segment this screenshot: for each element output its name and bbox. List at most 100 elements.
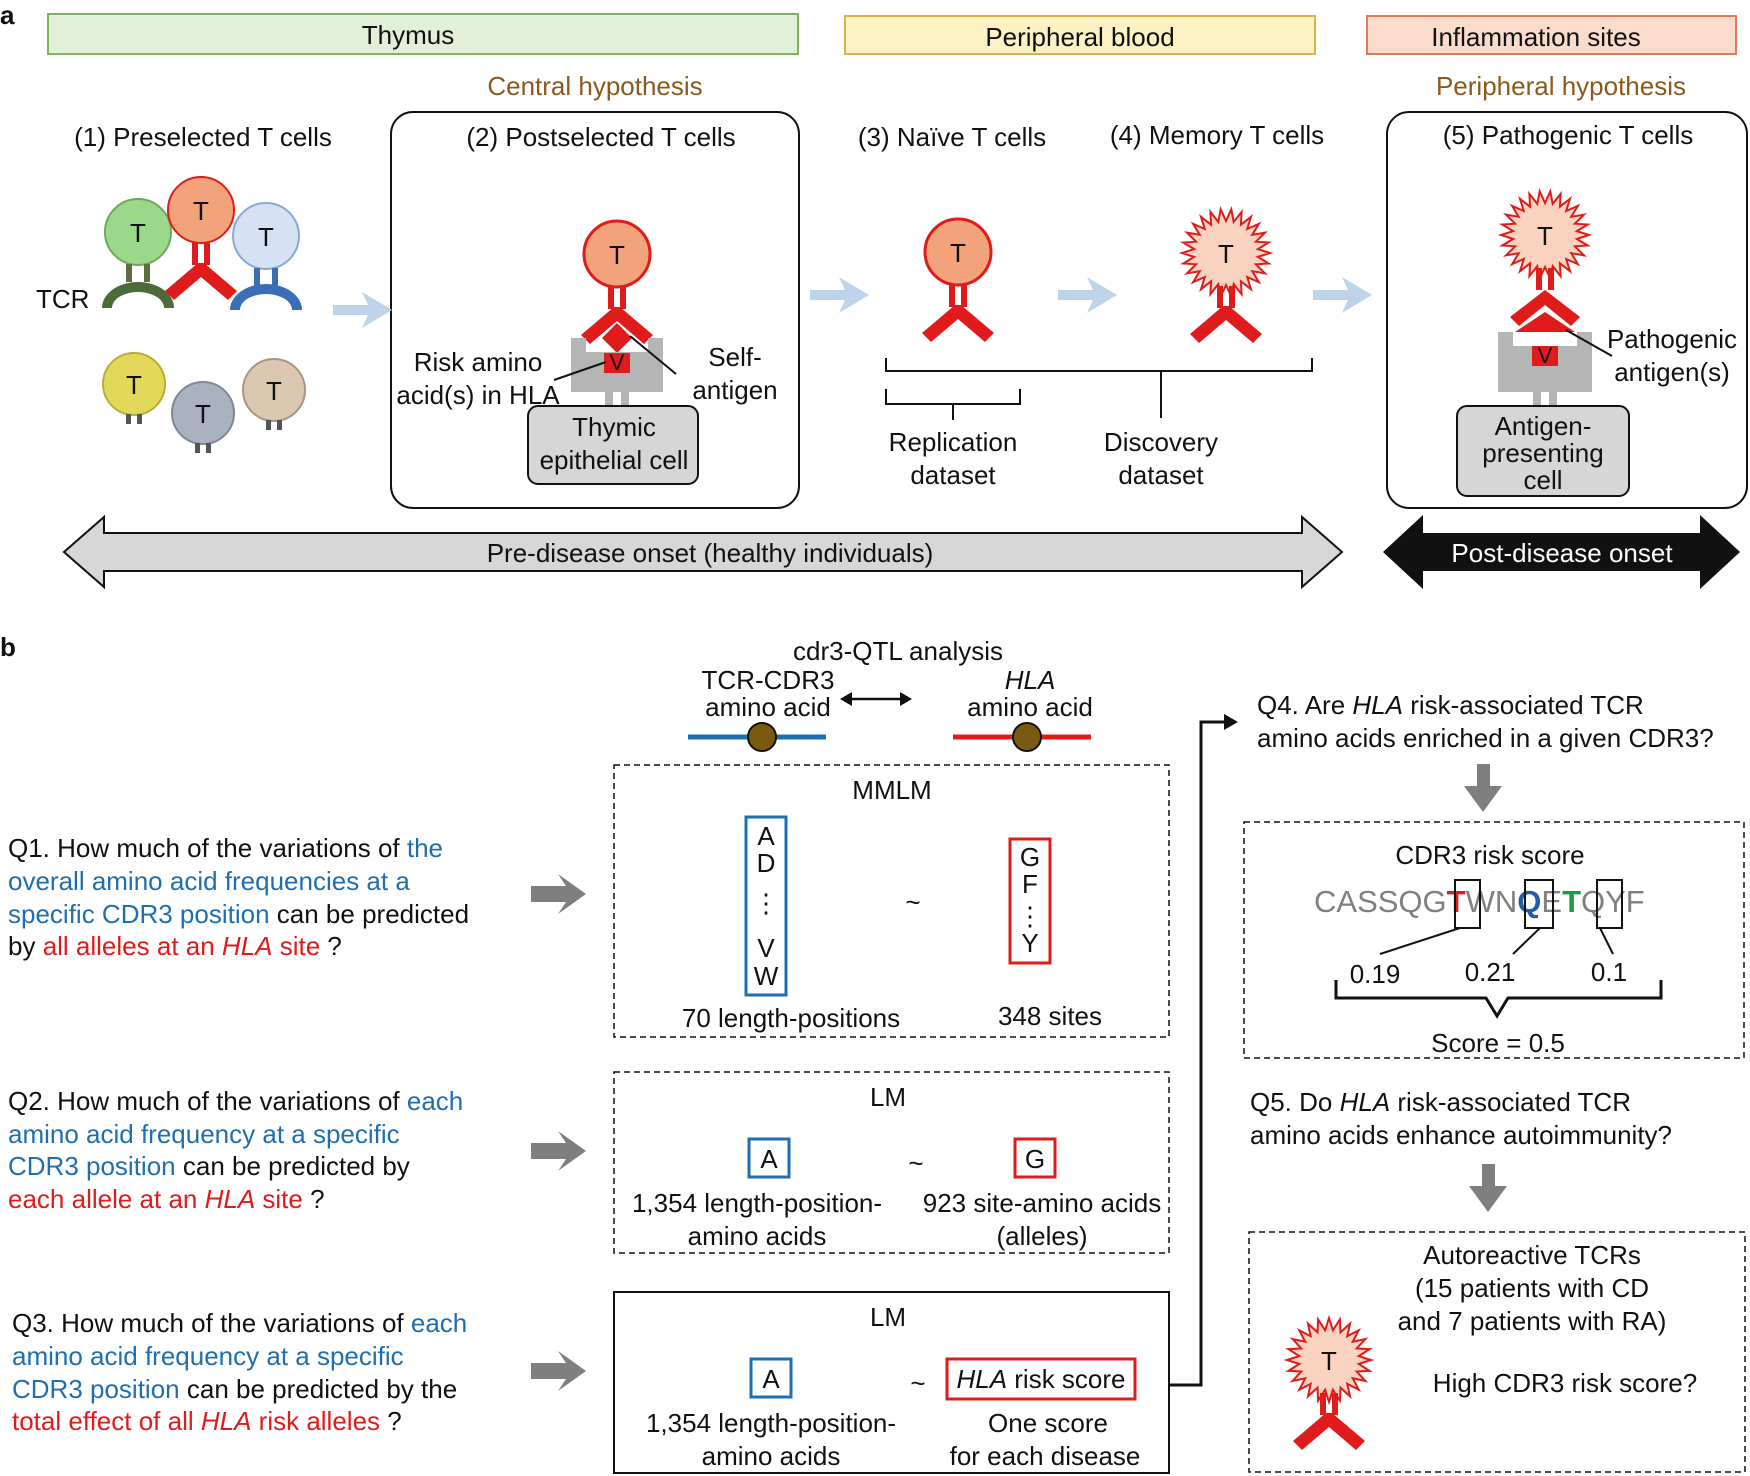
pathogenic-antigen-label-1: Pathogenic bbox=[1607, 324, 1737, 354]
svg-text:each allele at an HLA site ?: each allele at an HLA site ? bbox=[8, 1184, 325, 1214]
svg-text:T: T bbox=[1321, 1346, 1337, 1376]
lm2-right-caption-2: for each disease bbox=[950, 1441, 1141, 1471]
svg-text:T: T bbox=[1218, 239, 1234, 269]
replication-label-1: Replication bbox=[889, 427, 1018, 457]
question-3: Q3. How much of the variations of each a… bbox=[12, 1308, 467, 1436]
pathogenic-t-cell: T V bbox=[1497, 188, 1613, 406]
lm1-right-box bbox=[1013, 1137, 1057, 1179]
apc-box bbox=[1456, 405, 1630, 497]
svg-text:A: A bbox=[757, 821, 775, 851]
svg-text:Y: Y bbox=[1021, 928, 1038, 958]
q5-down-arrow bbox=[1469, 1164, 1507, 1212]
svg-text:A: A bbox=[760, 1144, 778, 1174]
cdr3-qtl-title: cdr3-QTL analysis bbox=[793, 636, 1003, 666]
memory-t-cell: T bbox=[1178, 206, 1274, 343]
svg-text:V: V bbox=[1538, 343, 1553, 368]
svg-text:D: D bbox=[757, 848, 776, 878]
stage-1-title: (1) Preselected T cells bbox=[74, 122, 332, 152]
svg-text:T: T bbox=[193, 196, 209, 226]
mmlm-tilde: ~ bbox=[905, 887, 920, 917]
svg-text:T: T bbox=[130, 218, 146, 248]
cdr3-sum-brace bbox=[1334, 980, 1663, 1019]
cdr3-value-1: 0.19 bbox=[1350, 959, 1401, 989]
svg-text:W: W bbox=[754, 961, 779, 991]
lm-box-1 bbox=[613, 1071, 1170, 1254]
cdr3-risk-title: CDR3 risk score bbox=[1395, 840, 1584, 870]
svg-text:T: T bbox=[1537, 221, 1553, 251]
svg-text:amino acid frequency at a spec: amino acid frequency at a specific bbox=[8, 1119, 400, 1149]
question-arrows bbox=[531, 874, 586, 1391]
lm2-left-box bbox=[749, 1357, 793, 1399]
thymus-region-label: Thymus bbox=[362, 20, 454, 50]
lm1-left-box bbox=[747, 1137, 791, 1179]
apc-label-1: Antigen- bbox=[1495, 411, 1592, 441]
thymic-label-2: epithelial cell bbox=[540, 445, 689, 475]
lm2-right-caption-1: One score bbox=[988, 1408, 1108, 1438]
risk-amino-label-2: acid(s) in HLA bbox=[396, 380, 560, 410]
mmlm-box bbox=[613, 764, 1170, 1038]
thymus-region-box bbox=[47, 13, 799, 55]
q4-down-arrow bbox=[1464, 764, 1502, 812]
inflammation-region-label: Inflammation sites bbox=[1431, 22, 1641, 52]
mmlm-left-caption: 70 length-positions bbox=[682, 1003, 900, 1033]
lm2-tilde: ~ bbox=[910, 1368, 925, 1398]
mmlm-right-caption: 348 sites bbox=[998, 1001, 1102, 1031]
self-antigen-label-2: antigen bbox=[692, 375, 777, 405]
svg-text:overall amino acid frequencies: overall amino acid frequencies at a bbox=[8, 866, 410, 896]
blood-region-box bbox=[844, 15, 1316, 55]
lm2-right-box bbox=[945, 1357, 1137, 1401]
stage-3-title: (3) Naïve T cells bbox=[858, 122, 1046, 152]
tcr-cdr3-label-1: TCR-CDR3 bbox=[702, 665, 835, 695]
svg-text:Q5. Do HLA risk-associated TCR: Q5. Do HLA risk-associated TCR bbox=[1250, 1087, 1631, 1117]
svg-text:T: T bbox=[950, 238, 966, 268]
panel-b-label: b bbox=[0, 632, 16, 662]
inflammation-region-box bbox=[1366, 15, 1737, 55]
lm1-right-caption-1: 923 site-amino acids bbox=[923, 1188, 1161, 1218]
pathogenic-antigen-label-2: antigen(s) bbox=[1614, 357, 1730, 387]
svg-text:specific CDR3 position can be: specific CDR3 position can be predicted bbox=[8, 899, 469, 929]
svg-text:T: T bbox=[195, 399, 211, 429]
postselected-t-cell: T V bbox=[553, 219, 677, 406]
cdr3-value-3: 0.1 bbox=[1591, 957, 1627, 987]
dataset-brackets bbox=[885, 358, 1313, 420]
svg-text:Q1. How much of the variations: Q1. How much of the variations of the bbox=[8, 833, 443, 863]
svg-text:G: G bbox=[1020, 842, 1040, 872]
risk-v-letter: V bbox=[610, 350, 625, 375]
lm2-left-caption-2: amino acids bbox=[702, 1441, 841, 1471]
stage-5-title: (5) Pathogenic T cells bbox=[1443, 120, 1694, 150]
replication-label-2: dataset bbox=[910, 460, 996, 490]
svg-text:amino acid frequency at a spec: amino acid frequency at a specific bbox=[12, 1341, 404, 1371]
lm1-right-caption-2: (alleles) bbox=[996, 1221, 1087, 1251]
lm1-title: LM bbox=[870, 1082, 906, 1112]
self-antigen-label-1: Self- bbox=[708, 342, 761, 372]
post-onset-arrow bbox=[1383, 515, 1740, 589]
question-2: Q2. How much of the variations of each a… bbox=[8, 1086, 463, 1214]
thymic-epithelial-box bbox=[527, 405, 699, 485]
svg-text:T: T bbox=[258, 222, 274, 252]
apc-label-2: presenting bbox=[1482, 438, 1603, 468]
svg-text:by all alleles at an HLA site: by all alleles at an HLA site ? bbox=[8, 931, 342, 961]
svg-text:Q4. Are HLA risk-associated TC: Q4. Are HLA risk-associated TCR bbox=[1257, 690, 1644, 720]
lm1-tilde: ~ bbox=[908, 1148, 923, 1178]
stage-2-title: (2) Postselected T cells bbox=[466, 122, 735, 152]
panel-a-label: a bbox=[0, 0, 15, 30]
naive-t-cell: T bbox=[922, 217, 994, 342]
question-1: Q1. How much of the variations of the ov… bbox=[8, 833, 469, 961]
peripheral-hypothesis: Peripheral hypothesis bbox=[1436, 71, 1686, 101]
autoreactive-line-1: Autoreactive TCRs bbox=[1423, 1240, 1641, 1270]
thymic-label-1: Thymic bbox=[572, 412, 656, 442]
lm2-to-q4-arrow bbox=[1169, 714, 1238, 1387]
svg-text:total effect of all HLA risk a: total effect of all HLA risk alleles ? bbox=[12, 1406, 402, 1436]
svg-text:HLA risk score: HLA risk score bbox=[956, 1364, 1125, 1394]
stage-4-title: (4) Memory T cells bbox=[1110, 120, 1324, 150]
snp-markers bbox=[688, 722, 1091, 752]
svg-text:Q2. How much of the variations: Q2. How much of the variations of each bbox=[8, 1086, 463, 1116]
lm-box-2 bbox=[613, 1291, 1170, 1474]
hla-aa-label-2: amino acid bbox=[967, 692, 1093, 722]
autoreactive-box bbox=[1248, 1231, 1746, 1473]
mmlm-left-column bbox=[744, 815, 788, 997]
mmlm-title: MMLM bbox=[852, 775, 931, 805]
mmlm-right-column bbox=[1008, 837, 1052, 965]
svg-text:G: G bbox=[1025, 1144, 1045, 1174]
